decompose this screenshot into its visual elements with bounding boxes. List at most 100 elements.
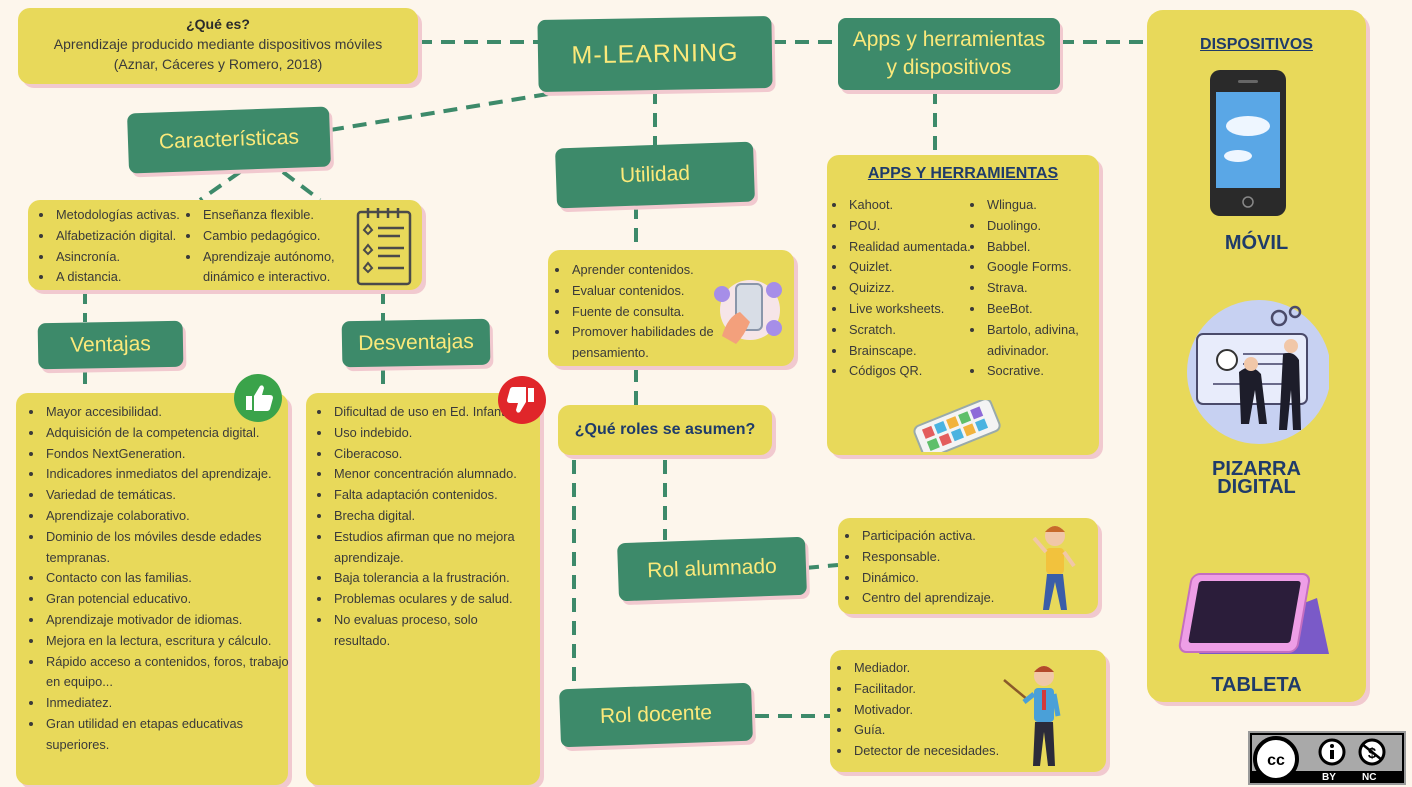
list-item: Asincronía. xyxy=(54,247,214,268)
que-es-title: ¿Qué es? xyxy=(186,16,250,32)
list-item: Adquisición de la competencia digital. xyxy=(44,423,294,444)
list-item: Brecha digital. xyxy=(332,506,518,527)
list-item: Participación activa. xyxy=(860,526,1050,547)
svg-text:cc: cc xyxy=(1267,752,1285,769)
list-item: Responsable. xyxy=(860,547,1050,568)
list-item: Centro del aprendizaje. xyxy=(860,588,1050,609)
ventajas-box: Mayor accesibilidad. Adquisición de la c… xyxy=(16,393,289,785)
list-item: Dinámico. xyxy=(860,568,1050,589)
cc-license-badge: cc $ BY NC xyxy=(1248,731,1406,785)
list-item: Contacto con las familias. xyxy=(44,568,294,589)
list-item: Brainscape. xyxy=(847,341,997,362)
rol-alumnado-pill: Rol alumnado xyxy=(617,536,807,602)
apps-col1: Kahoot. POU. Realidad aumentada. Quizlet… xyxy=(829,195,997,382)
list-item: Inmediatez. xyxy=(44,693,294,714)
tablet-icon xyxy=(1178,573,1329,654)
list-item: Aprender contenidos. xyxy=(570,260,735,281)
list-item: Babbel. xyxy=(985,237,1110,258)
teacher-figure-icon xyxy=(1003,666,1061,766)
list-item: Realidad aumentada. xyxy=(847,237,997,258)
que-es-box: ¿Qué es? Aprendizaje producido mediante … xyxy=(18,8,418,84)
list-item: Alfabetización digital. xyxy=(54,226,214,247)
pizarra-line2: DIGITAL xyxy=(1217,476,1296,498)
list-item: Live worksheets. xyxy=(847,299,997,320)
list-item: Fondos NextGeneration. xyxy=(44,444,294,465)
tablet-apps-icon xyxy=(913,400,1001,452)
ventajas-list: Mayor accesibilidad. Adquisición de la c… xyxy=(26,402,294,756)
list-item: Códigos QR. xyxy=(847,361,997,382)
caracteristicas-label: Características xyxy=(158,125,300,154)
checklist-icon xyxy=(356,208,412,286)
rol-docente-pill: Rol docente xyxy=(559,682,753,748)
list-item: Dominio de los móviles desde edades temp… xyxy=(44,527,294,569)
list-item: Guía. xyxy=(852,720,1052,741)
license-by: BY xyxy=(1322,772,1336,783)
list-item: Rápido acceso a contenidos, foros, traba… xyxy=(44,652,294,694)
list-item: Cambio pedagógico. xyxy=(201,226,361,247)
cc-license-icon: cc $ xyxy=(1252,735,1402,783)
list-item: Menor concentración alumnado. xyxy=(332,464,518,485)
apps-pill-line2: y dispositivos xyxy=(886,56,1012,79)
desventajas-pill: Desventajas xyxy=(341,318,491,368)
thumbs-up-icon xyxy=(234,374,282,422)
rol-docente-list: Mediador. Facilitador. Motivador. Guía. … xyxy=(834,658,1052,762)
roles-question-box: ¿Qué roles se asumen? xyxy=(558,405,772,455)
rol-alumnado-label: Rol alumnado xyxy=(646,554,778,583)
desventajas-list: Dificultad de uso en Ed. Infantil. Uso i… xyxy=(314,402,518,652)
list-item: Google Forms. xyxy=(985,257,1110,278)
caracteristicas-box: Metodologías activas. Alfabetización dig… xyxy=(28,200,422,290)
list-item: BeeBot. xyxy=(985,299,1110,320)
rol-docente-box: Mediador. Facilitador. Motivador. Guía. … xyxy=(830,650,1106,772)
list-item: Baja tolerancia a la frustración. xyxy=(332,568,518,589)
list-item: Wlingua. xyxy=(985,195,1110,216)
caracteristicas-col1: Metodologías activas. Alfabetización dig… xyxy=(36,205,214,288)
dispositivos-title: DISPOSITIVOS xyxy=(1200,36,1313,53)
list-item: Scratch. xyxy=(847,320,997,341)
phone-hand-icon xyxy=(714,280,782,344)
list-item: No evaluas proceso, solo resultado. xyxy=(332,610,518,652)
dispositivos-panel: DISPOSITIVOS MÓVIL PIZARRA DIGITAL TABLE… xyxy=(1147,10,1366,702)
rol-alumnado-list: Participación activa. Responsable. Dinám… xyxy=(842,526,1050,609)
main-title: M-LEARNING xyxy=(571,38,739,69)
roles-question: ¿Qué roles se asumen? xyxy=(574,421,756,438)
list-item: Uso indebido. xyxy=(332,423,518,444)
main-title-pill: M-LEARNING xyxy=(537,15,773,93)
list-item: Ciberacoso. xyxy=(332,444,518,465)
list-item: Gran potencial educativo. xyxy=(44,589,294,610)
list-item: Facilitador. xyxy=(852,679,1052,700)
list-item: Aprendizaje motivador de idiomas. xyxy=(44,610,294,631)
list-item: Socrative. xyxy=(985,361,1110,382)
rol-alumnado-box: Participación activa. Responsable. Dinám… xyxy=(838,518,1098,614)
list-item: Variedad de temáticas. xyxy=(44,485,294,506)
utilidad-list: Aprender contenidos. Evaluar contenidos.… xyxy=(552,260,735,364)
list-item: Gran utilidad en etapas educativas super… xyxy=(44,714,294,756)
list-item: Estudios afirman que no mejora aprendiza… xyxy=(332,527,518,569)
list-item: Duolingo. xyxy=(985,216,1110,237)
que-es-line1: Aprendizaje producido mediante dispositi… xyxy=(53,36,383,52)
list-item: Fuente de consulta. xyxy=(570,302,735,323)
list-item: Mejora en la lectura, escritura y cálcul… xyxy=(44,631,294,652)
list-item: Aprendizaje autónomo, dinámico e interac… xyxy=(201,247,361,289)
ventajas-pill: Ventajas xyxy=(37,320,184,370)
caracteristicas-col2: Enseñanza flexible. Cambio pedagógico. A… xyxy=(183,205,361,288)
caracteristicas-pill: Características xyxy=(127,106,331,174)
utilidad-label: Utilidad xyxy=(619,161,691,188)
list-item: Mediador. xyxy=(852,658,1052,679)
mobile-phone-icon xyxy=(1210,70,1286,216)
list-item: POU. xyxy=(847,216,997,237)
apps-box: APPS Y HERRAMIENTAS Kahoot. POU. Realida… xyxy=(827,155,1099,455)
digital-board-icon xyxy=(1187,300,1329,444)
list-item: Mayor accesibilidad. xyxy=(44,402,294,423)
que-es-line2: (Aznar, Cáceres y Romero, 2018) xyxy=(113,56,323,72)
thumbs-down-icon xyxy=(498,376,546,424)
list-item: Bartolo, adivina, adivinador. xyxy=(985,320,1110,362)
list-item: Quizlet. xyxy=(847,257,997,278)
apps-col2: Wlingua. Duolingo. Babbel. Google Forms.… xyxy=(967,195,1110,382)
list-item: Indicadores inmediatos del aprendizaje. xyxy=(44,464,294,485)
list-item: Problemas oculares y de salud. xyxy=(332,589,518,610)
list-item: Detector de necesidades. xyxy=(852,741,1052,762)
apps-title: APPS Y HERRAMIENTAS xyxy=(867,165,1059,182)
list-item: Dificultad de uso en Ed. Infantil. xyxy=(332,402,518,423)
list-item: Quizizz. xyxy=(847,278,997,299)
